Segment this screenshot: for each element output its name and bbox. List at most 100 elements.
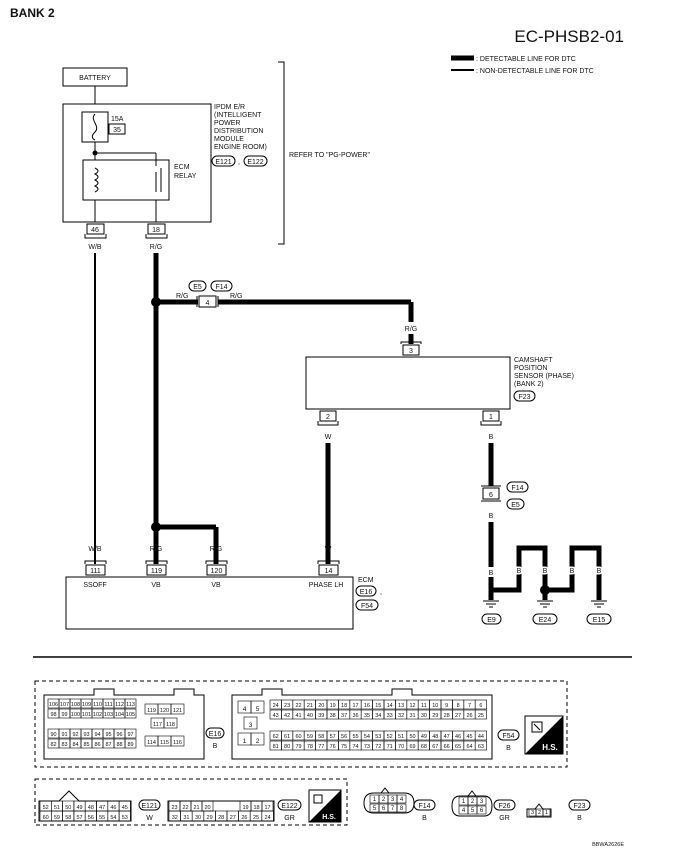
f14-bot-cell: [396, 803, 407, 813]
ground-tag-e9-label: E9: [487, 617, 496, 624]
f14-top-pin: 3: [391, 797, 395, 803]
f54-row4-pin: 74: [352, 744, 358, 750]
e16-row2-cell: [124, 708, 137, 719]
f54-row4-pin: 67: [432, 744, 438, 750]
f54-row2-pin: 34: [375, 713, 381, 719]
connector-tag-f23: [513, 390, 536, 402]
sensor-pin-1-label: 1: [489, 414, 493, 421]
e122-row2-pin: 26: [241, 815, 247, 821]
f23-pin: 3: [531, 810, 534, 816]
wire-label-b-top: B: [489, 434, 494, 441]
connector-tag-f54-label: F54: [361, 603, 373, 610]
e16-mid-top-pin: 119: [147, 708, 156, 714]
f54-row1-pin: 23: [284, 703, 290, 709]
splice-ground: [540, 585, 550, 595]
e122-row2-pin: 25: [253, 815, 259, 821]
ecm-pin-111-label: 111: [90, 568, 101, 575]
e122-row1b-pin: 18: [253, 805, 259, 811]
wire-label-wb-ecm: W/B: [88, 546, 102, 553]
f26-bot-pin: 6: [480, 808, 484, 814]
e16-row4-pin: 87: [105, 742, 111, 748]
f54-row3-pin: 44: [478, 734, 484, 740]
e16-row1-pin: 113: [126, 702, 135, 708]
refer-bracket: [278, 61, 285, 245]
f54-row4-pin: 64: [466, 744, 472, 750]
e121-row2-pin: 54: [110, 815, 116, 821]
f14-bot-pin: 8: [400, 806, 404, 812]
hand-icon: [531, 721, 543, 733]
wire-label-rg-sensor: R/G: [405, 326, 417, 333]
f14-top-cell: [396, 794, 407, 804]
f54-row1-pin: 19: [330, 703, 336, 709]
face-tag-f54: [497, 729, 520, 741]
relay-label-1: ECM: [174, 164, 190, 171]
hs-label-2: H.S.: [322, 814, 336, 821]
f54-row2-pin: 40: [307, 713, 313, 719]
face-tag-e121: [138, 799, 161, 811]
hs-badge-2-fill: [309, 790, 341, 822]
fuse-number: 35: [113, 127, 121, 134]
f54-row1-pin: 9: [445, 703, 448, 709]
hs-badge-1: H.S.: [524, 715, 564, 755]
ecm-connector-comma: ,: [380, 589, 382, 596]
ground-tag-e15-label: E15: [593, 617, 606, 624]
f54-small-mid-cell: [243, 716, 258, 730]
sensor-pin-3-mark: [400, 341, 422, 344]
connector-face-f14-key: [380, 787, 390, 794]
e16-row4-pin: 84: [72, 742, 78, 748]
face-color-f14: B: [422, 815, 427, 822]
f54-row3-pin: 49: [421, 734, 427, 740]
e122-row1a-pin: 21: [193, 805, 199, 811]
f23-cell: [542, 808, 551, 817]
ipdm-pin-46-label: 46: [91, 227, 99, 234]
connector-tag-e122-label: E122: [247, 159, 263, 166]
wire-label-b-mid: B: [489, 513, 494, 520]
connector-face-e16: [43, 688, 205, 760]
f54-row2-pin: 27: [455, 713, 461, 719]
ground-icon-e24: [537, 600, 553, 608]
e16-row4-pin: 85: [83, 742, 89, 748]
connector-tag-e121: [211, 155, 236, 167]
e16-row1-cell: [124, 698, 137, 709]
connector-tag-f23-label: F23: [518, 394, 530, 401]
wire-label-w-top: W: [325, 434, 332, 441]
connector-tag-e5-b: [506, 498, 525, 510]
connector-tag-e5: [188, 280, 207, 292]
f54-row1-pin: 24: [273, 703, 279, 709]
connector-tag-e5-b-label: E5: [511, 502, 520, 509]
f54-row4-pin: 69: [409, 744, 415, 750]
face-color-e122: GR: [284, 815, 295, 822]
joint2-connector-ends: [481, 485, 501, 502]
f54-row3-pin: 53: [375, 734, 381, 740]
ecm-term-ssoff: SSOFF: [83, 582, 106, 589]
camshaft-label-1: CAMSHAFT: [514, 357, 553, 364]
e121-row1-pin: 50: [65, 805, 71, 811]
f14-bot-pin: 6: [382, 806, 386, 812]
connector-tag-e16: [355, 585, 377, 597]
face-color-e16: B: [213, 743, 218, 750]
f54-row1-pin: 15: [375, 703, 381, 709]
ecm-pin-119: [146, 564, 167, 576]
joint2-connector-6: [482, 487, 500, 500]
e16-row3-cell: [124, 728, 137, 739]
e16-row3-pin: 90: [50, 732, 56, 738]
battery-label: BATTERY: [79, 75, 111, 82]
e16-row2-pin: 103: [104, 712, 113, 718]
e16-row1-pin: 111: [104, 702, 112, 708]
face-tag-f14: [413, 799, 436, 811]
e122-row2-pin: 24: [265, 815, 271, 821]
f54-row4-pin: 70: [398, 744, 404, 750]
ecm-relay-box: [82, 159, 170, 201]
connector-tag-e121-label: E121: [215, 159, 231, 166]
f54-row2-pin: 30: [421, 713, 427, 719]
joint-connector-4: [198, 295, 217, 308]
f54-row2-pin: 25: [478, 713, 484, 719]
e16-row1-pin: 106: [49, 702, 58, 708]
f54-row4-pin: 78: [307, 744, 313, 750]
f54-row4-pin: 76: [330, 744, 336, 750]
connector-face-f54-outline: [231, 688, 493, 760]
f14-bot-pin: 7: [391, 806, 395, 812]
e122-row1a-pin: 22: [182, 805, 188, 811]
wire-label-rg-ecm-1: R/G: [150, 546, 162, 553]
